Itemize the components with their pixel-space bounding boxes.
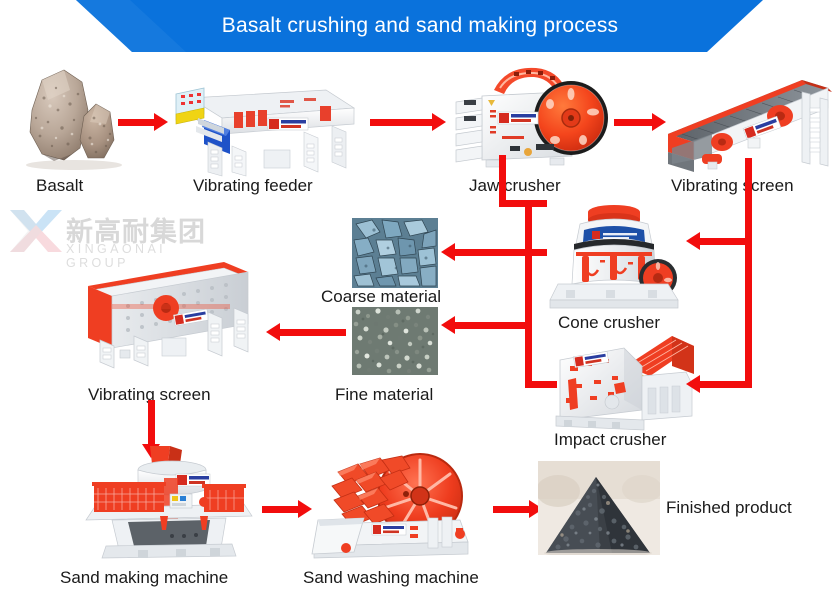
equipment-vibrating-feeder bbox=[168, 72, 358, 178]
equipment-vibrating-screen-1 bbox=[652, 64, 840, 176]
photo-finished-product bbox=[538, 461, 660, 555]
arrow-fine-to-screen2-head bbox=[266, 323, 280, 341]
arrow-to-impact-vertical bbox=[745, 238, 752, 388]
header-banner: Basalt crushing and sand making process bbox=[0, 0, 840, 56]
x-logo-icon bbox=[10, 210, 62, 252]
arrow-screen1-to-cone-vertical bbox=[745, 158, 752, 238]
equipment-sand-washing-machine bbox=[310, 450, 490, 562]
equipment-sand-making-machine bbox=[76, 446, 262, 562]
equipment-impact-crusher bbox=[546, 332, 706, 432]
arrow-junction-to-cone bbox=[525, 200, 547, 207]
arrow-impact-elbow bbox=[525, 381, 557, 388]
label-sand-making-machine: Sand making machine bbox=[60, 568, 229, 587]
page-title: Basalt crushing and sand making process bbox=[221, 14, 619, 37]
arrow-junction-to-fine-head bbox=[441, 316, 455, 334]
arrow-feeder-to-jaw-head bbox=[432, 113, 446, 131]
photo-coarse-material bbox=[352, 218, 438, 288]
arrow-junction-vertical-left bbox=[525, 200, 532, 322]
label-basalt: Basalt bbox=[36, 176, 84, 195]
arrow-screen1-to-cone-head bbox=[686, 232, 700, 250]
arrow-cone-to-coarse-head bbox=[441, 243, 455, 261]
arrow-screen1-to-cone-horizontal bbox=[700, 238, 752, 245]
arrow-impact-to-fine-vertical bbox=[525, 322, 532, 388]
arrow-jaw-to-screen bbox=[614, 119, 652, 126]
arrow-to-impact-head bbox=[686, 375, 700, 393]
arrow-basalt-to-feeder-head bbox=[154, 113, 168, 131]
arrow-jaw-down bbox=[499, 155, 506, 207]
arrow-sandmaker-to-washer bbox=[262, 506, 298, 513]
photo-fine-material bbox=[352, 307, 438, 375]
watermark: 新高耐集团 XINGAONAI GROUP bbox=[8, 208, 223, 270]
arrow-cone-to-coarse bbox=[455, 249, 547, 256]
label-vibrating-feeder: Vibrating feeder bbox=[193, 176, 313, 195]
arrow-fine-to-screen2 bbox=[280, 329, 346, 336]
label-sand-washing-machine: Sand washing machine bbox=[303, 568, 479, 587]
arrow-washer-to-product bbox=[493, 506, 529, 513]
label-impact-crusher: Impact crusher bbox=[554, 430, 667, 449]
arrow-sandmaker-to-washer-head bbox=[298, 500, 312, 518]
label-finished-product: Finished product bbox=[666, 498, 792, 517]
arrow-feeder-to-jaw bbox=[370, 119, 432, 126]
equipment-jaw-crusher bbox=[450, 60, 610, 178]
label-vibrating-screen-2: Vibrating screen bbox=[88, 385, 211, 404]
banner-shape bbox=[76, 0, 763, 52]
equipment-basalt bbox=[18, 66, 136, 170]
arrow-to-impact-horizontal bbox=[700, 381, 752, 388]
equipment-cone-crusher bbox=[540, 200, 688, 312]
label-coarse-material: Coarse material bbox=[321, 287, 441, 306]
arrow-basalt-to-feeder bbox=[118, 119, 154, 126]
label-fine-material: Fine material bbox=[335, 385, 434, 404]
label-vibrating-screen-1: Vibrating screen bbox=[671, 176, 794, 195]
label-jaw-crusher: Jaw crusher bbox=[469, 176, 561, 195]
arrow-jaw-to-screen-head bbox=[652, 113, 666, 131]
arrow-junction-to-fine bbox=[455, 322, 529, 329]
watermark-english: XINGAONAI GROUP bbox=[66, 242, 167, 270]
label-cone-crusher: Cone crusher bbox=[558, 313, 661, 332]
watermark-chinese: 新高耐集团 bbox=[66, 217, 206, 248]
equipment-vibrating-screen-2 bbox=[78, 250, 264, 372]
arrow-jaw-down-elbow bbox=[499, 200, 529, 207]
arrow-screen2-to-sandmaker bbox=[148, 400, 155, 444]
